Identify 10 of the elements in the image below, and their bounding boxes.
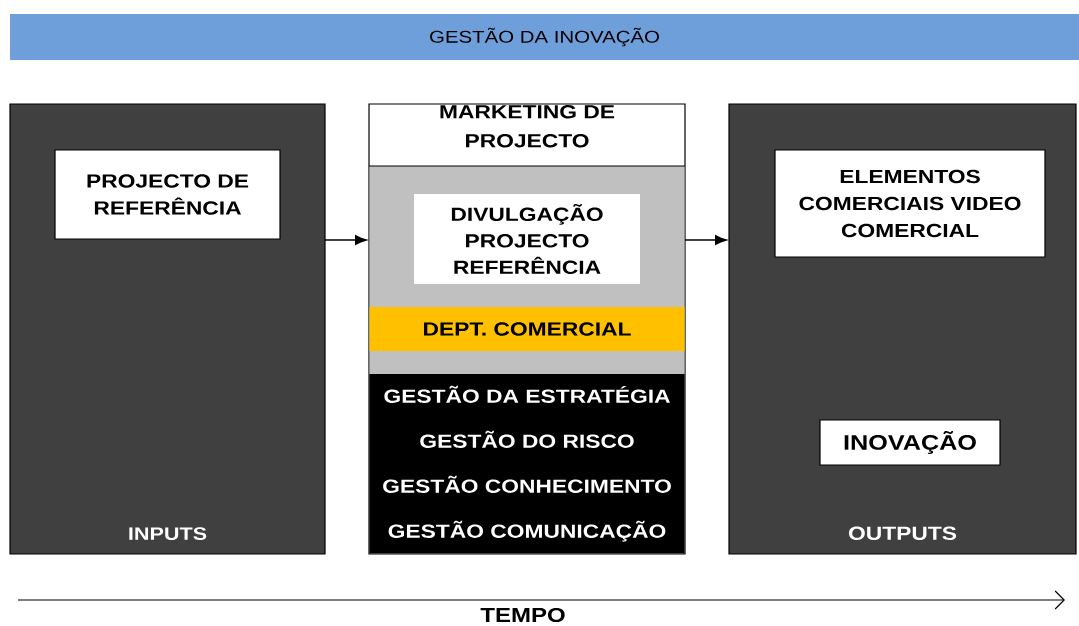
axis-label: TEMPO	[480, 607, 565, 623]
process-box: ELEMENTOS COMERCIAIS VIDEO COMERCIAL	[774, 149, 1046, 258]
title-band: GESTÃO DA INOVAÇÃO	[10, 14, 1079, 60]
process-box: PROJECTO DE REFERÊNCIA	[54, 149, 281, 240]
process-box: DIVULGAÇÃO PROJECTO REFERÊNCIA	[414, 194, 640, 284]
arrow	[684, 235, 727, 245]
management-band: GESTÃO DA ESTRATÉGIA GESTÃO DO RISCO GESTÃO CONHECIMENTO GESTÃO COMUNICAÇÃO	[369, 374, 685, 554]
department-band: DEPT. COMERCIAL	[369, 307, 685, 351]
arrow	[324, 235, 367, 245]
process-box: INOVAÇÃO	[819, 419, 1001, 466]
